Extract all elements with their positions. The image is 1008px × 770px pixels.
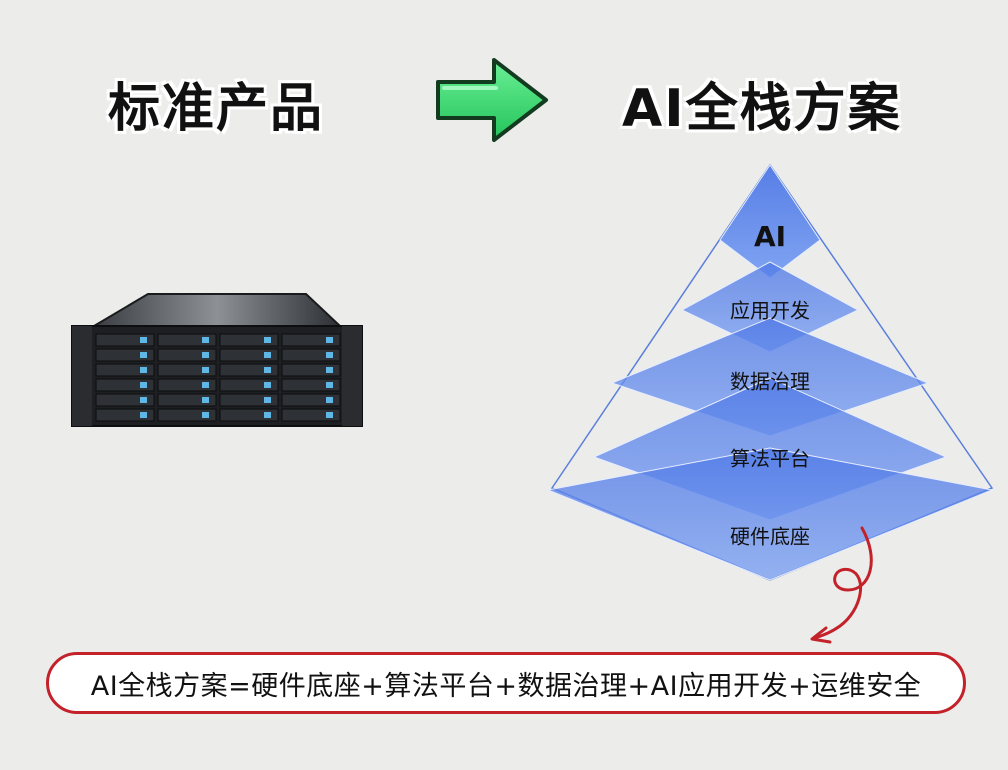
drive-led	[326, 412, 333, 418]
drive-led	[264, 382, 271, 388]
drive-led	[202, 382, 209, 388]
drive-led	[326, 382, 333, 388]
drive-bays	[95, 333, 341, 422]
drive-bay	[219, 378, 279, 392]
drive-led	[264, 337, 271, 343]
drive-led	[140, 382, 147, 388]
drive-bay	[157, 363, 217, 377]
right-arrow-icon	[436, 58, 548, 142]
drive-bay	[219, 333, 279, 347]
drive-bay	[157, 393, 217, 407]
drive-led	[140, 397, 147, 403]
drive-bay	[157, 348, 217, 362]
drive-bay	[281, 408, 341, 422]
drive-bay	[95, 363, 155, 377]
drive-led	[326, 352, 333, 358]
drive-bay	[219, 363, 279, 377]
drive-led	[326, 337, 333, 343]
drive-bay	[95, 393, 155, 407]
curly-arrow-icon	[810, 526, 873, 644]
drive-bay	[219, 348, 279, 362]
rack-server-icon	[71, 293, 363, 427]
drive-bay	[157, 378, 217, 392]
drive-led	[326, 367, 333, 373]
drive-led	[202, 337, 209, 343]
drive-led	[140, 412, 147, 418]
drive-led	[326, 397, 333, 403]
drive-bay	[95, 333, 155, 347]
drive-led	[264, 352, 271, 358]
pyramid-layer-label: AI	[754, 220, 786, 253]
drive-bay	[281, 378, 341, 392]
pyramid-layer	[546, 447, 994, 581]
pyramid-layer-label: 应用开发	[730, 299, 810, 323]
drive-bay	[95, 378, 155, 392]
drive-led	[202, 397, 209, 403]
drive-led	[264, 367, 271, 373]
pyramid-layer-label: 数据治理	[730, 370, 810, 394]
drive-bay	[281, 348, 341, 362]
drive-bay	[281, 363, 341, 377]
title-standard-product: 标准产品	[108, 79, 325, 139]
pyramid-layer-label: 算法平台	[730, 447, 810, 471]
drive-led	[264, 397, 271, 403]
drive-bay	[281, 333, 341, 347]
drive-bay	[95, 348, 155, 362]
drive-bay	[219, 393, 279, 407]
drive-bay	[95, 408, 155, 422]
title-ai-fullstack: AI全栈方案	[622, 79, 902, 139]
drive-led	[140, 352, 147, 358]
formula-text: AI全栈方案=硬件底座+算法平台+数据治理+AI应用开发+运维安全	[90, 670, 922, 702]
drive-led	[202, 352, 209, 358]
drive-bay	[157, 408, 217, 422]
formula-box: AI全栈方案=硬件底座+算法平台+数据治理+AI应用开发+运维安全	[46, 652, 966, 714]
drive-led	[202, 412, 209, 418]
drive-led	[202, 367, 209, 373]
drive-led	[140, 367, 147, 373]
drive-led	[264, 412, 271, 418]
drive-bay	[281, 393, 341, 407]
pyramid-layer-label: 硬件底座	[730, 525, 810, 549]
drive-bay	[157, 333, 217, 347]
drive-bay	[219, 408, 279, 422]
drive-led	[140, 337, 147, 343]
